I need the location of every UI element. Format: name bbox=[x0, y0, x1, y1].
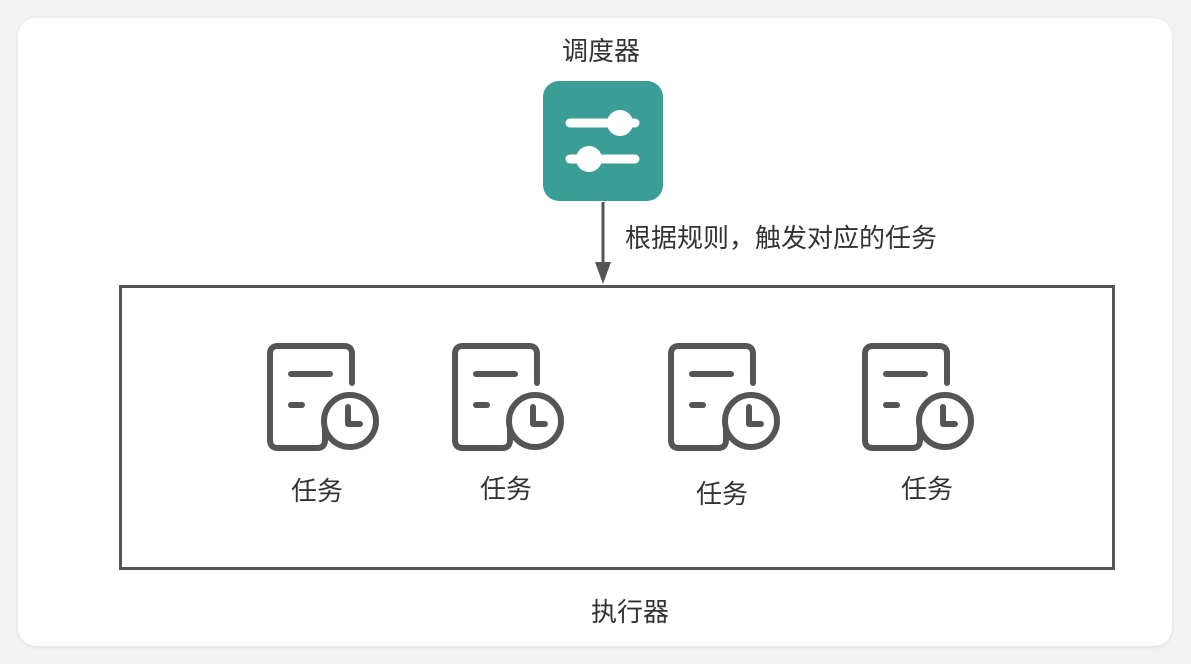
trigger-arrow bbox=[595, 202, 611, 284]
executor-container bbox=[119, 285, 1115, 570]
task-label: 任务 bbox=[696, 480, 749, 510]
scheduler-title: 调度器 bbox=[562, 37, 641, 67]
task-item-3: 任务 bbox=[668, 343, 798, 510]
task-item-4: 任务 bbox=[862, 343, 992, 505]
scheduler-node bbox=[543, 81, 663, 201]
sliders-icon bbox=[565, 110, 640, 172]
executor-title: 执行器 bbox=[591, 598, 670, 628]
task-clock-icon bbox=[668, 343, 780, 451]
task-clock-icon bbox=[452, 343, 564, 451]
task-item-2: 任务 bbox=[452, 343, 582, 505]
task-clock-icon bbox=[862, 343, 974, 451]
task-label: 任务 bbox=[901, 475, 954, 505]
trigger-edge-label: 根据规则，触发对应的任务 bbox=[625, 224, 938, 254]
task-clock-icon bbox=[267, 343, 379, 451]
task-item-1: 任务 bbox=[267, 343, 397, 507]
task-label: 任务 bbox=[480, 475, 533, 505]
task-label: 任务 bbox=[291, 477, 344, 507]
